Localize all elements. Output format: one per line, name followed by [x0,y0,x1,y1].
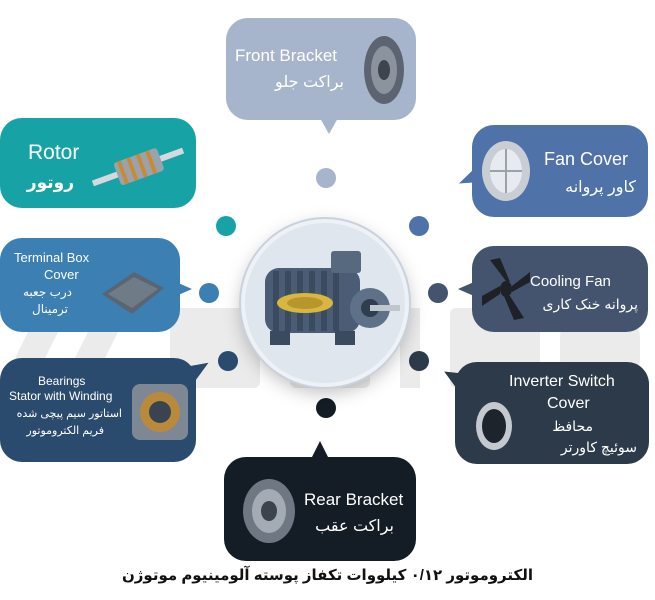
connector-dot-front-bracket [316,168,336,188]
rotor-label-fa: روتور [26,173,74,192]
connector-dot-rotor [216,216,236,236]
inverter-cover-label-fa-line2: سوئیچ کاورتر [560,439,637,455]
front-bracket-icon [364,36,404,104]
bearings-label-fa-line2: فریم الکتروموتور [26,425,104,437]
motor-image [241,219,409,387]
inverter-cover-label-en-line1: Inverter Switch [509,373,615,390]
fan-cover-label-fa: کاور پروانه [565,179,636,196]
connector-dot-fan-cover [409,216,429,236]
cooling-fan-label-fa: پروانه خنک کاری [542,296,638,312]
rotor-icon [91,147,185,187]
stator-icon [132,384,188,440]
caption: الکتروموتور ۰/۱۲ کیلووات تکفاز پوسته آلو… [121,567,534,584]
electric-motor-icon [265,251,400,345]
bubble-rotor: Rotor روتور [0,118,199,208]
terminal-box-label-fa-line2: ترمینال [31,302,68,316]
cooling-fan-label-en: Cooling Fan [530,273,611,290]
fan-cover-label-en: Fan Cover [544,149,629,169]
connector-dot-bearings [218,351,238,371]
inverter-switch-cover-icon [476,402,512,450]
rotor-label-en: Rotor [28,141,80,164]
bubble-inverter-switch-cover: Inverter Switch Cover محافظ سوئیچ کاورتر [440,362,649,464]
bubble-bearings-stator: Bearings Stator with Winding استاتور سیم… [0,355,213,462]
bubble-front-bracket: Front Bracket براکت جلو [226,18,416,134]
rear-bracket-label-en: Rear Bracket [304,490,404,509]
connector-dot-cooling-fan [428,283,448,303]
terminal-box-label-en-line2: Cover [44,267,79,282]
terminal-box-label-fa-line1: درب جعبه [22,285,72,299]
inverter-cover-label-fa-line1: محافظ [552,418,593,434]
bearings-label-en-line1: Bearings [38,374,86,388]
bubble-cooling-fan: Cooling Fan پروانه خنک کاری [458,246,648,332]
bubble-tail [176,282,192,296]
terminal-box-label-en-line1: Terminal Box [14,250,90,265]
front-bracket-label-en: Front Bracket [235,46,338,65]
inverter-cover-label-en-line2: Cover [547,395,590,412]
bubble-rear-bracket: Rear Bracket براکت عقب [224,441,416,561]
fan-cover-icon [482,141,530,201]
terminal-box-cover-icon [102,272,164,314]
rear-bracket-label-fa: براکت عقب [315,518,394,535]
rear-bracket-icon [243,479,295,543]
bubble-fan-cover: Fan Cover کاور پروانه [455,125,648,217]
bubble-tail [320,118,338,134]
front-bracket-label-fa: براکت جلو [275,74,344,91]
bearings-label-fa-line1: استاتور سیم پیچی شده [16,408,122,420]
cooling-fan-icon [482,258,530,320]
connector-dot-terminal-box [199,283,219,303]
bubble-tail [458,282,474,296]
connector-dot-rear-bracket [316,398,336,418]
bearings-label-en-line2: Stator with Winding [9,389,113,403]
connector-dot-inverter-cover [409,351,429,371]
bubble-terminal-box-cover: Terminal Box Cover درب جعبه ترمینال [0,238,192,332]
bubble-tail [311,441,329,459]
